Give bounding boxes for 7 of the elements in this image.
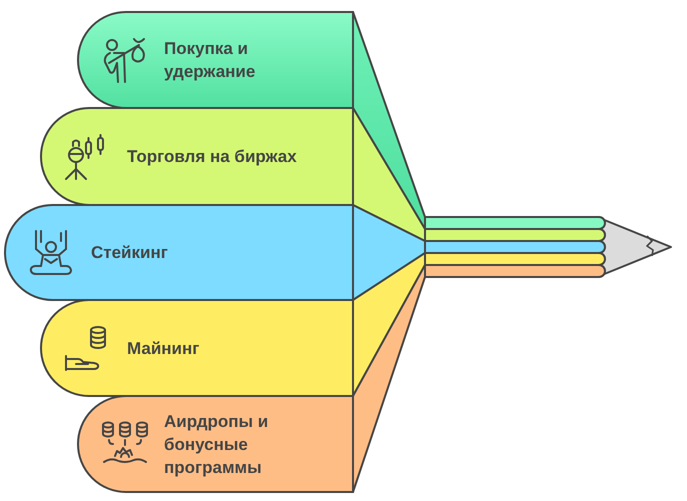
band-label: Торговля на биржах	[127, 146, 297, 168]
band-label: Майнинг	[127, 338, 200, 360]
rounded-band	[77, 11, 354, 109]
rounded-band	[77, 395, 354, 493]
band-label: Аирдропы и бонусные программы	[164, 410, 270, 478]
band-label: Стейкинг	[91, 242, 168, 264]
band-label: Покупка и удержание	[164, 38, 256, 83]
